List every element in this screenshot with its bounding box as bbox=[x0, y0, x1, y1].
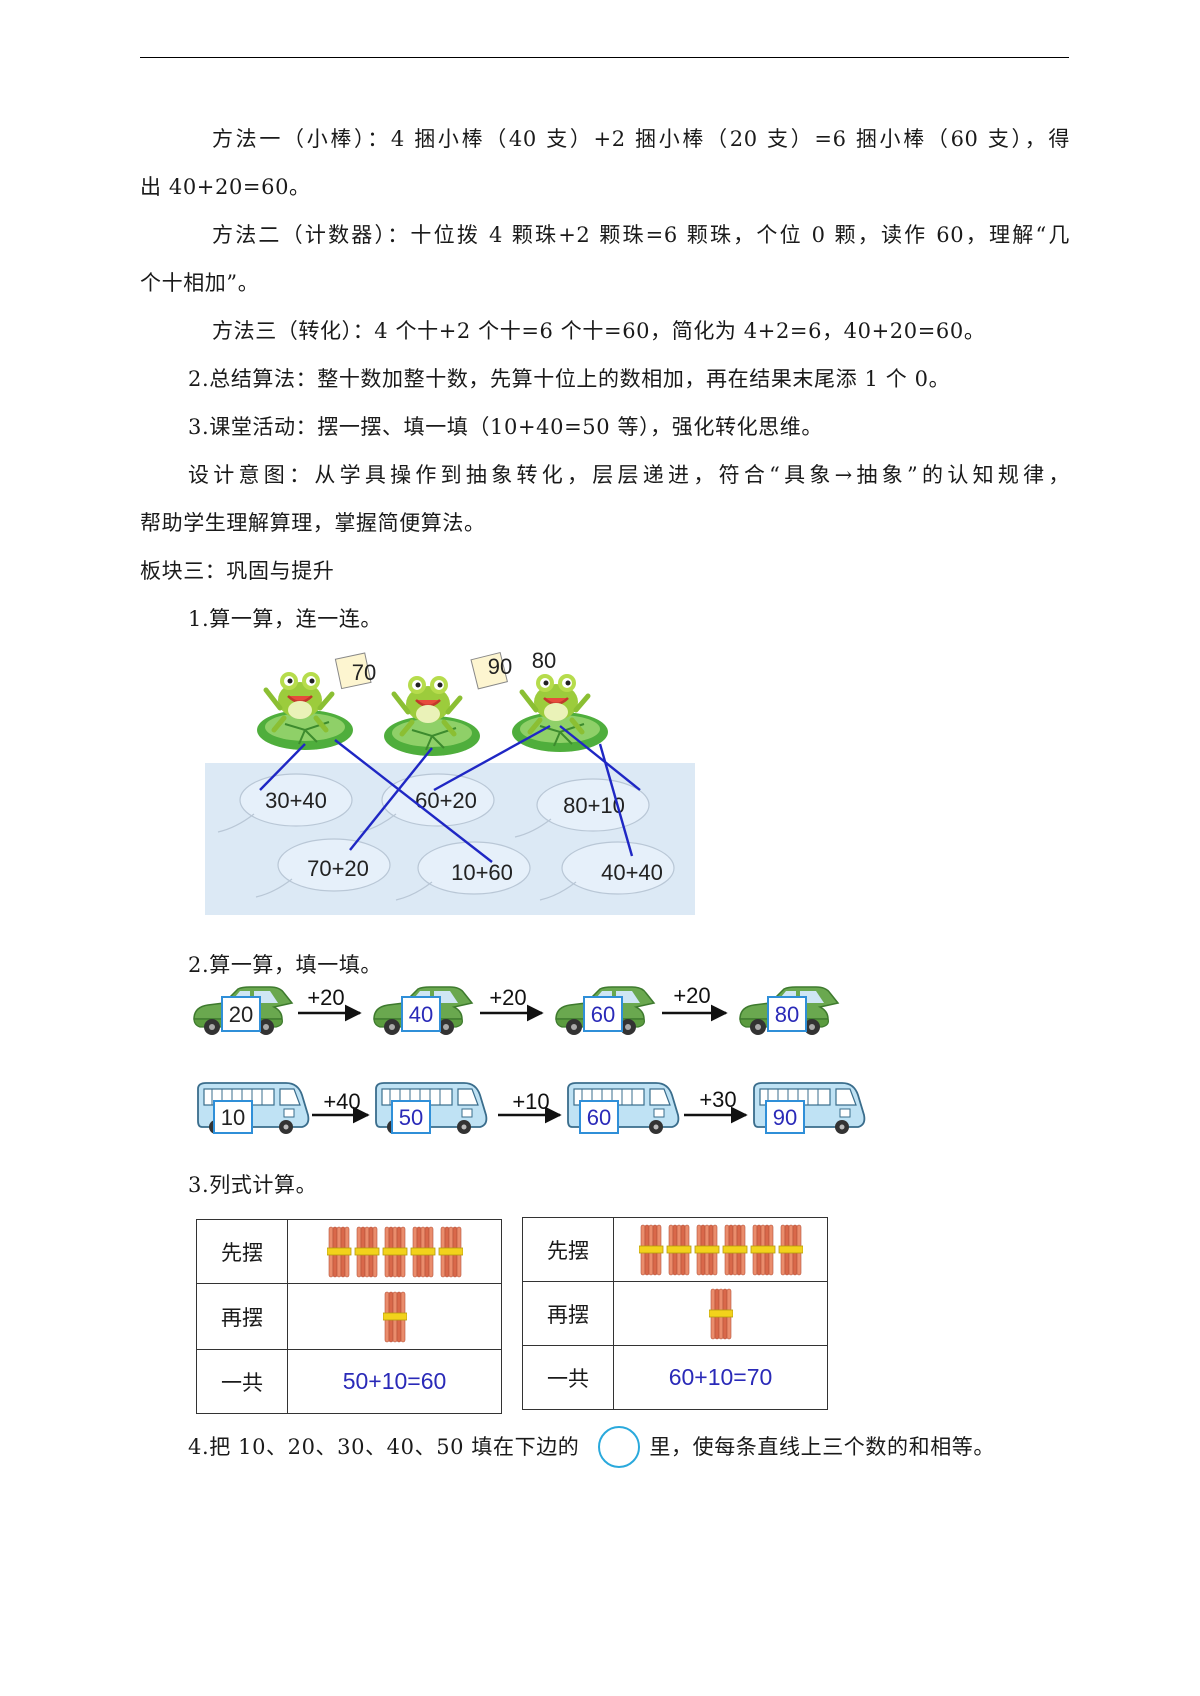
stick-bundle-icon bbox=[778, 1224, 803, 1275]
paragraph-method3: 方法三（转化）：4 个十+2 个十=6 个十=60，简化为 4+2=6，40+2… bbox=[212, 319, 986, 343]
stick-bundles bbox=[708, 1288, 733, 1339]
question-4-before: 4.把 10、20、30、40、50 填在下边的 bbox=[188, 1435, 580, 1459]
stick-bundles bbox=[382, 1291, 407, 1342]
paragraph-method2: 方法二（计数器）：十位拨 4 颗珠+2 颗珠=6 颗珠，个位 0 颗，读作 60… bbox=[212, 223, 1070, 247]
car-value-3: 60 bbox=[591, 1002, 615, 1027]
bubble-expr-6: 40+40 bbox=[601, 860, 663, 885]
stick-bundles bbox=[638, 1224, 803, 1275]
frog-matching-figure: 70 90 80 30+40 60+20 80+10 70+20 10+60 4… bbox=[205, 648, 695, 915]
car-step-2: +20 bbox=[489, 985, 526, 1010]
bubble-expr-4: 70+20 bbox=[307, 856, 369, 881]
bus-value-1: 10 bbox=[221, 1105, 245, 1130]
blank-circle-icon bbox=[598, 1426, 640, 1468]
frog-number-1: 70 bbox=[352, 660, 376, 685]
frog-number-2: 90 bbox=[488, 654, 512, 679]
table2-label-then: 再摆 bbox=[522, 1281, 614, 1346]
bus-box-4 bbox=[765, 1100, 805, 1134]
answer-line-80-c bbox=[598, 743, 634, 857]
table2-label-first: 先摆 bbox=[522, 1217, 614, 1282]
stick-bundles bbox=[326, 1226, 463, 1277]
stick-table-2: 先摆 再摆 一共 60+10=70 bbox=[522, 1217, 828, 1410]
paragraph-design-intent-cont: 帮助学生理解算理，掌握简便算法。 bbox=[140, 511, 486, 535]
table1-label-first: 先摆 bbox=[196, 1219, 288, 1284]
question-2-title: 2.算一算，填一填。 bbox=[188, 953, 383, 977]
stick-bundle-icon bbox=[638, 1224, 663, 1275]
bus-box-3 bbox=[579, 1100, 619, 1134]
frog-sign-1 bbox=[334, 652, 372, 690]
paragraph-activity: 3.课堂活动：摆一摆、填一填（10+40=50 等），强化转化思维。 bbox=[188, 415, 823, 439]
car-box-1 bbox=[221, 996, 261, 1032]
question-4: 4.把 10、20、30、40、50 填在下边的 里，使每条直线上三个数的和相等。 bbox=[188, 1432, 995, 1462]
car-box-4 bbox=[767, 996, 807, 1032]
car-step-3: +20 bbox=[673, 983, 710, 1008]
bus-box-1 bbox=[213, 1100, 253, 1134]
bubble-expr-1: 30+40 bbox=[265, 788, 327, 813]
car-box-3 bbox=[583, 996, 623, 1032]
bus-step-1: +40 bbox=[323, 1089, 360, 1114]
bus-box-2 bbox=[391, 1100, 431, 1134]
answer-line-80-a bbox=[433, 724, 551, 792]
answer-line-70-a bbox=[259, 743, 306, 791]
section-heading: 板块三：巩固与提升 bbox=[140, 559, 335, 583]
table1-label-total: 一共 bbox=[196, 1349, 288, 1414]
stick-bundle-icon bbox=[438, 1226, 463, 1277]
answer-line-80-b bbox=[559, 725, 641, 791]
table2-answer: 60+10=70 bbox=[613, 1345, 828, 1410]
table2-label-total: 一共 bbox=[522, 1345, 614, 1410]
bus-sequence: 10 50 60 90 +40 +10 +30 bbox=[197, 1082, 866, 1135]
table2-first-bundles bbox=[613, 1217, 828, 1282]
stick-bundle-icon bbox=[410, 1226, 435, 1277]
stick-bundle-icon bbox=[708, 1288, 733, 1339]
stick-bundle-icon bbox=[326, 1226, 351, 1277]
bus-step-3: +30 bbox=[699, 1087, 736, 1112]
paragraph-method1-cont: 出 40+20=60。 bbox=[140, 175, 311, 199]
table1-answer: 50+10=60 bbox=[287, 1349, 502, 1414]
answer-line-70-b bbox=[334, 739, 493, 863]
car-value-2: 40 bbox=[409, 1002, 433, 1027]
bubble-expr-5: 10+60 bbox=[451, 860, 513, 885]
paragraph-design-intent: 设计意图：从学具操作到抽象转化，层层递进，符合“具象→抽象”的认知规律， bbox=[188, 463, 1070, 487]
table1-then-bundles bbox=[287, 1283, 502, 1350]
question-1-title: 1.算一算，连一连。 bbox=[188, 607, 383, 631]
table1-label-then: 再摆 bbox=[196, 1283, 288, 1350]
stick-bundle-icon bbox=[722, 1224, 747, 1275]
car-step-1: +20 bbox=[307, 985, 344, 1010]
car-box-2 bbox=[401, 996, 441, 1032]
stick-bundle-icon bbox=[382, 1291, 407, 1342]
answer-line-90 bbox=[349, 747, 433, 851]
question-4-after: 里，使每条直线上三个数的和相等。 bbox=[649, 1435, 996, 1459]
stick-table-1: 先摆 再摆 一共 50+10=60 bbox=[196, 1219, 502, 1414]
car-sequence: 20 40 60 80 +20 +20 +20 bbox=[193, 983, 839, 1036]
frog-sign-2 bbox=[470, 651, 509, 690]
car-value-1: 20 bbox=[229, 1002, 253, 1027]
table1-first-bundles bbox=[287, 1219, 502, 1284]
question-3-title: 3.列式计算。 bbox=[188, 1173, 318, 1197]
answer-lines bbox=[259, 724, 641, 863]
stick-bundle-icon bbox=[382, 1226, 407, 1277]
stick-bundle-icon bbox=[694, 1224, 719, 1275]
frog-number-3: 80 bbox=[532, 648, 556, 673]
bus-step-2: +10 bbox=[512, 1089, 549, 1114]
bus-value-2: 50 bbox=[399, 1105, 423, 1130]
bus-value-4: 90 bbox=[773, 1105, 797, 1130]
paragraph-method1: 方法一（小棒）：4 捆小棒（40 支）+2 捆小棒（20 支）=6 捆小棒（60… bbox=[212, 127, 1070, 151]
stick-bundle-icon bbox=[666, 1224, 691, 1275]
header-rule bbox=[140, 57, 1069, 58]
paragraph-method2-cont: 个十相加”。 bbox=[140, 271, 260, 295]
table2-then-bundles bbox=[613, 1281, 828, 1346]
stick-bundle-icon bbox=[354, 1226, 379, 1277]
stick-bundle-icon bbox=[750, 1224, 775, 1275]
paragraph-summary: 2.总结算法：整十数加整十数，先算十位上的数相加，再在结果末尾添 1 个 0。 bbox=[188, 367, 951, 391]
car-value-4: 80 bbox=[775, 1002, 799, 1027]
bus-value-3: 60 bbox=[587, 1105, 611, 1130]
